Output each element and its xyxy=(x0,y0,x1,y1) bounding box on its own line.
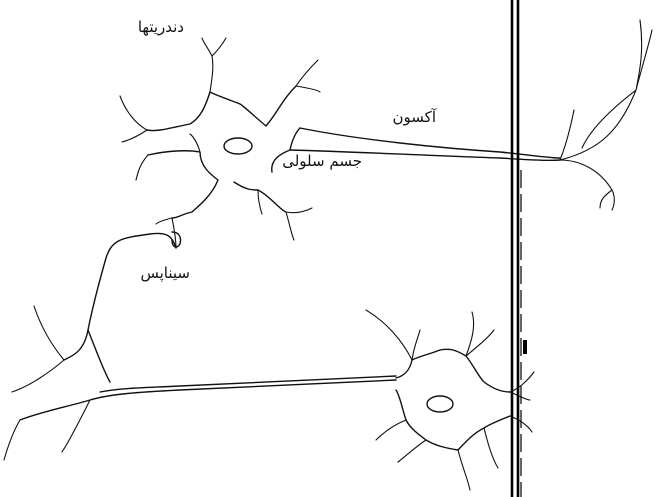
synapse-terminal xyxy=(64,233,176,360)
synapse-connection xyxy=(64,232,181,382)
lower-neuron-axon-branches xyxy=(4,306,90,460)
lower-neuron-dendrites xyxy=(366,310,534,490)
lower-neuron-nucleus xyxy=(427,396,453,412)
label-synapse: سیناپس xyxy=(141,264,191,283)
lower-neuron-cell-body xyxy=(396,349,510,450)
upper-neuron-axon-terminals xyxy=(560,20,652,210)
label-cell-body: جسم سلولی xyxy=(282,152,362,170)
upper-neuron-dendrites xyxy=(120,38,320,248)
scan-border xyxy=(512,0,527,497)
lower-neuron-axon xyxy=(20,380,396,420)
label-axon: آکسون xyxy=(393,108,437,126)
upper-neuron-cell-body xyxy=(147,86,300,218)
lower-neuron xyxy=(4,306,534,490)
upper-neuron-nucleus xyxy=(224,138,252,154)
label-dendrites: دندریتها xyxy=(138,18,184,36)
upper-neuron xyxy=(120,20,652,248)
